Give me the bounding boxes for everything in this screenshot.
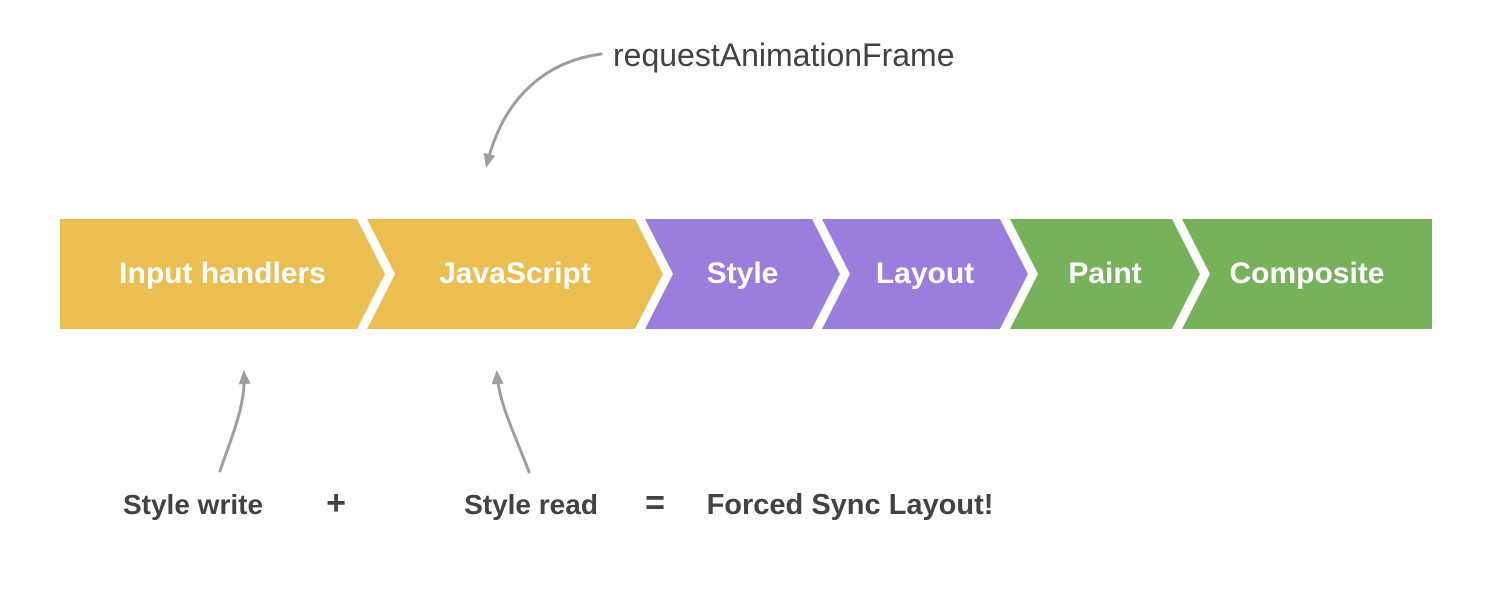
style-write-label: Style write bbox=[122, 489, 264, 520]
stage-label: Style bbox=[706, 257, 779, 290]
equals-sign: = bbox=[645, 484, 665, 522]
plus-sign: + bbox=[326, 484, 346, 522]
raf-arrow bbox=[483, 52, 603, 168]
pipeline-stage-layout: Layout bbox=[822, 219, 1028, 329]
style-read-arrow bbox=[491, 370, 531, 474]
pipeline-stage-style: Style bbox=[645, 219, 840, 329]
pipeline-stage-paint: Paint bbox=[1010, 219, 1200, 329]
stage-label: Input handlers bbox=[119, 257, 326, 290]
stage-label: JavaScript bbox=[439, 257, 591, 290]
stage-label: Layout bbox=[875, 257, 975, 290]
style-read-label: Style read bbox=[464, 489, 598, 520]
pipeline-band: Input handlers JavaScript Style Layout P… bbox=[0, 219, 1496, 329]
pipeline-stage-input-handlers: Input handlers bbox=[60, 219, 385, 329]
style-write-arrow bbox=[218, 370, 251, 473]
raf-label: requestAnimationFrame bbox=[613, 37, 955, 73]
forced-sync-layout-label: Forced Sync Layout! bbox=[706, 489, 994, 521]
pipeline-stage-javascript: JavaScript bbox=[367, 219, 663, 329]
stage-label: Paint bbox=[1068, 257, 1142, 290]
pipeline-stage-composite: Composite bbox=[1182, 219, 1432, 329]
stage-label: Composite bbox=[1229, 257, 1385, 290]
